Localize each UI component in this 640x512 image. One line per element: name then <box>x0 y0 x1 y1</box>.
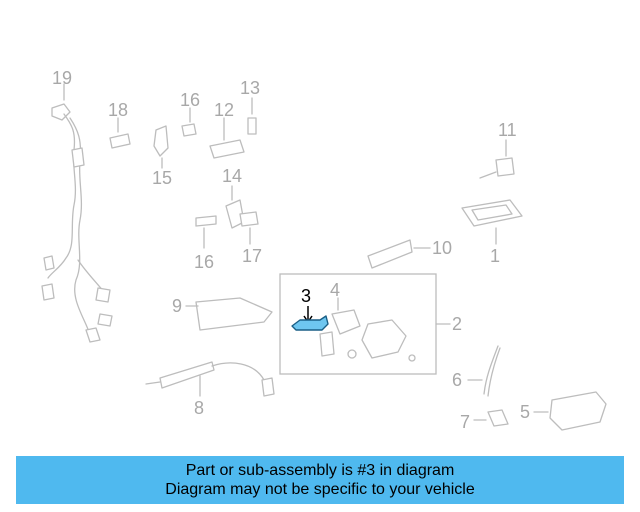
wire-harness-part <box>41 83 113 343</box>
parts-diagram: 19 18 16 15 12 13 14 17 16 11 1 10 9 2 <box>41 68 607 432</box>
callout-6: 6 <box>452 370 462 390</box>
lock-part <box>549 391 607 431</box>
hinge-part <box>209 139 245 159</box>
switch-part <box>495 157 515 177</box>
info-banner: Part or sub-assembly is #3 in diagram Di… <box>16 456 624 504</box>
actuator-part <box>331 309 361 335</box>
callout-2: 2 <box>452 314 462 334</box>
callout-8: 8 <box>194 398 204 418</box>
callout-16: 16 <box>180 90 200 110</box>
callout-9: 9 <box>172 296 182 316</box>
callout-7: 7 <box>460 412 470 432</box>
callout-12: 12 <box>214 100 234 120</box>
bolt-lower-part <box>195 215 217 227</box>
mount-bracket-part <box>195 297 273 331</box>
banner-line-part-info: Part or sub-assembly is #3 in diagram <box>185 462 455 479</box>
callout-10: 10 <box>432 238 452 258</box>
cable-part <box>159 361 215 389</box>
callout-1: 1 <box>490 246 500 266</box>
callout-13: 13 <box>240 78 260 98</box>
callout-15: 15 <box>152 168 172 188</box>
rod-clip-part <box>487 409 509 427</box>
callout-14: 14 <box>222 166 242 186</box>
callout-5: 5 <box>520 402 530 422</box>
callout-11: 11 <box>498 120 517 140</box>
highlighted-part-3 <box>291 315 329 331</box>
callout-3: 3 <box>301 286 311 306</box>
panel-part <box>367 239 413 269</box>
callout-19: 19 <box>52 68 72 88</box>
screw-part <box>247 117 257 135</box>
banner-line-disclaimer: Diagram may not be specific to your vehi… <box>165 481 475 498</box>
clip-part <box>239 211 259 227</box>
pin-part <box>109 133 131 149</box>
callout-18: 18 <box>108 100 128 120</box>
callout-4: 4 <box>330 280 340 300</box>
bracket-part <box>153 125 169 157</box>
bolt-part <box>181 123 197 137</box>
latch-part <box>361 319 407 359</box>
callout-17: 17 <box>242 246 262 266</box>
callout-16-lower: 16 <box>194 252 214 272</box>
